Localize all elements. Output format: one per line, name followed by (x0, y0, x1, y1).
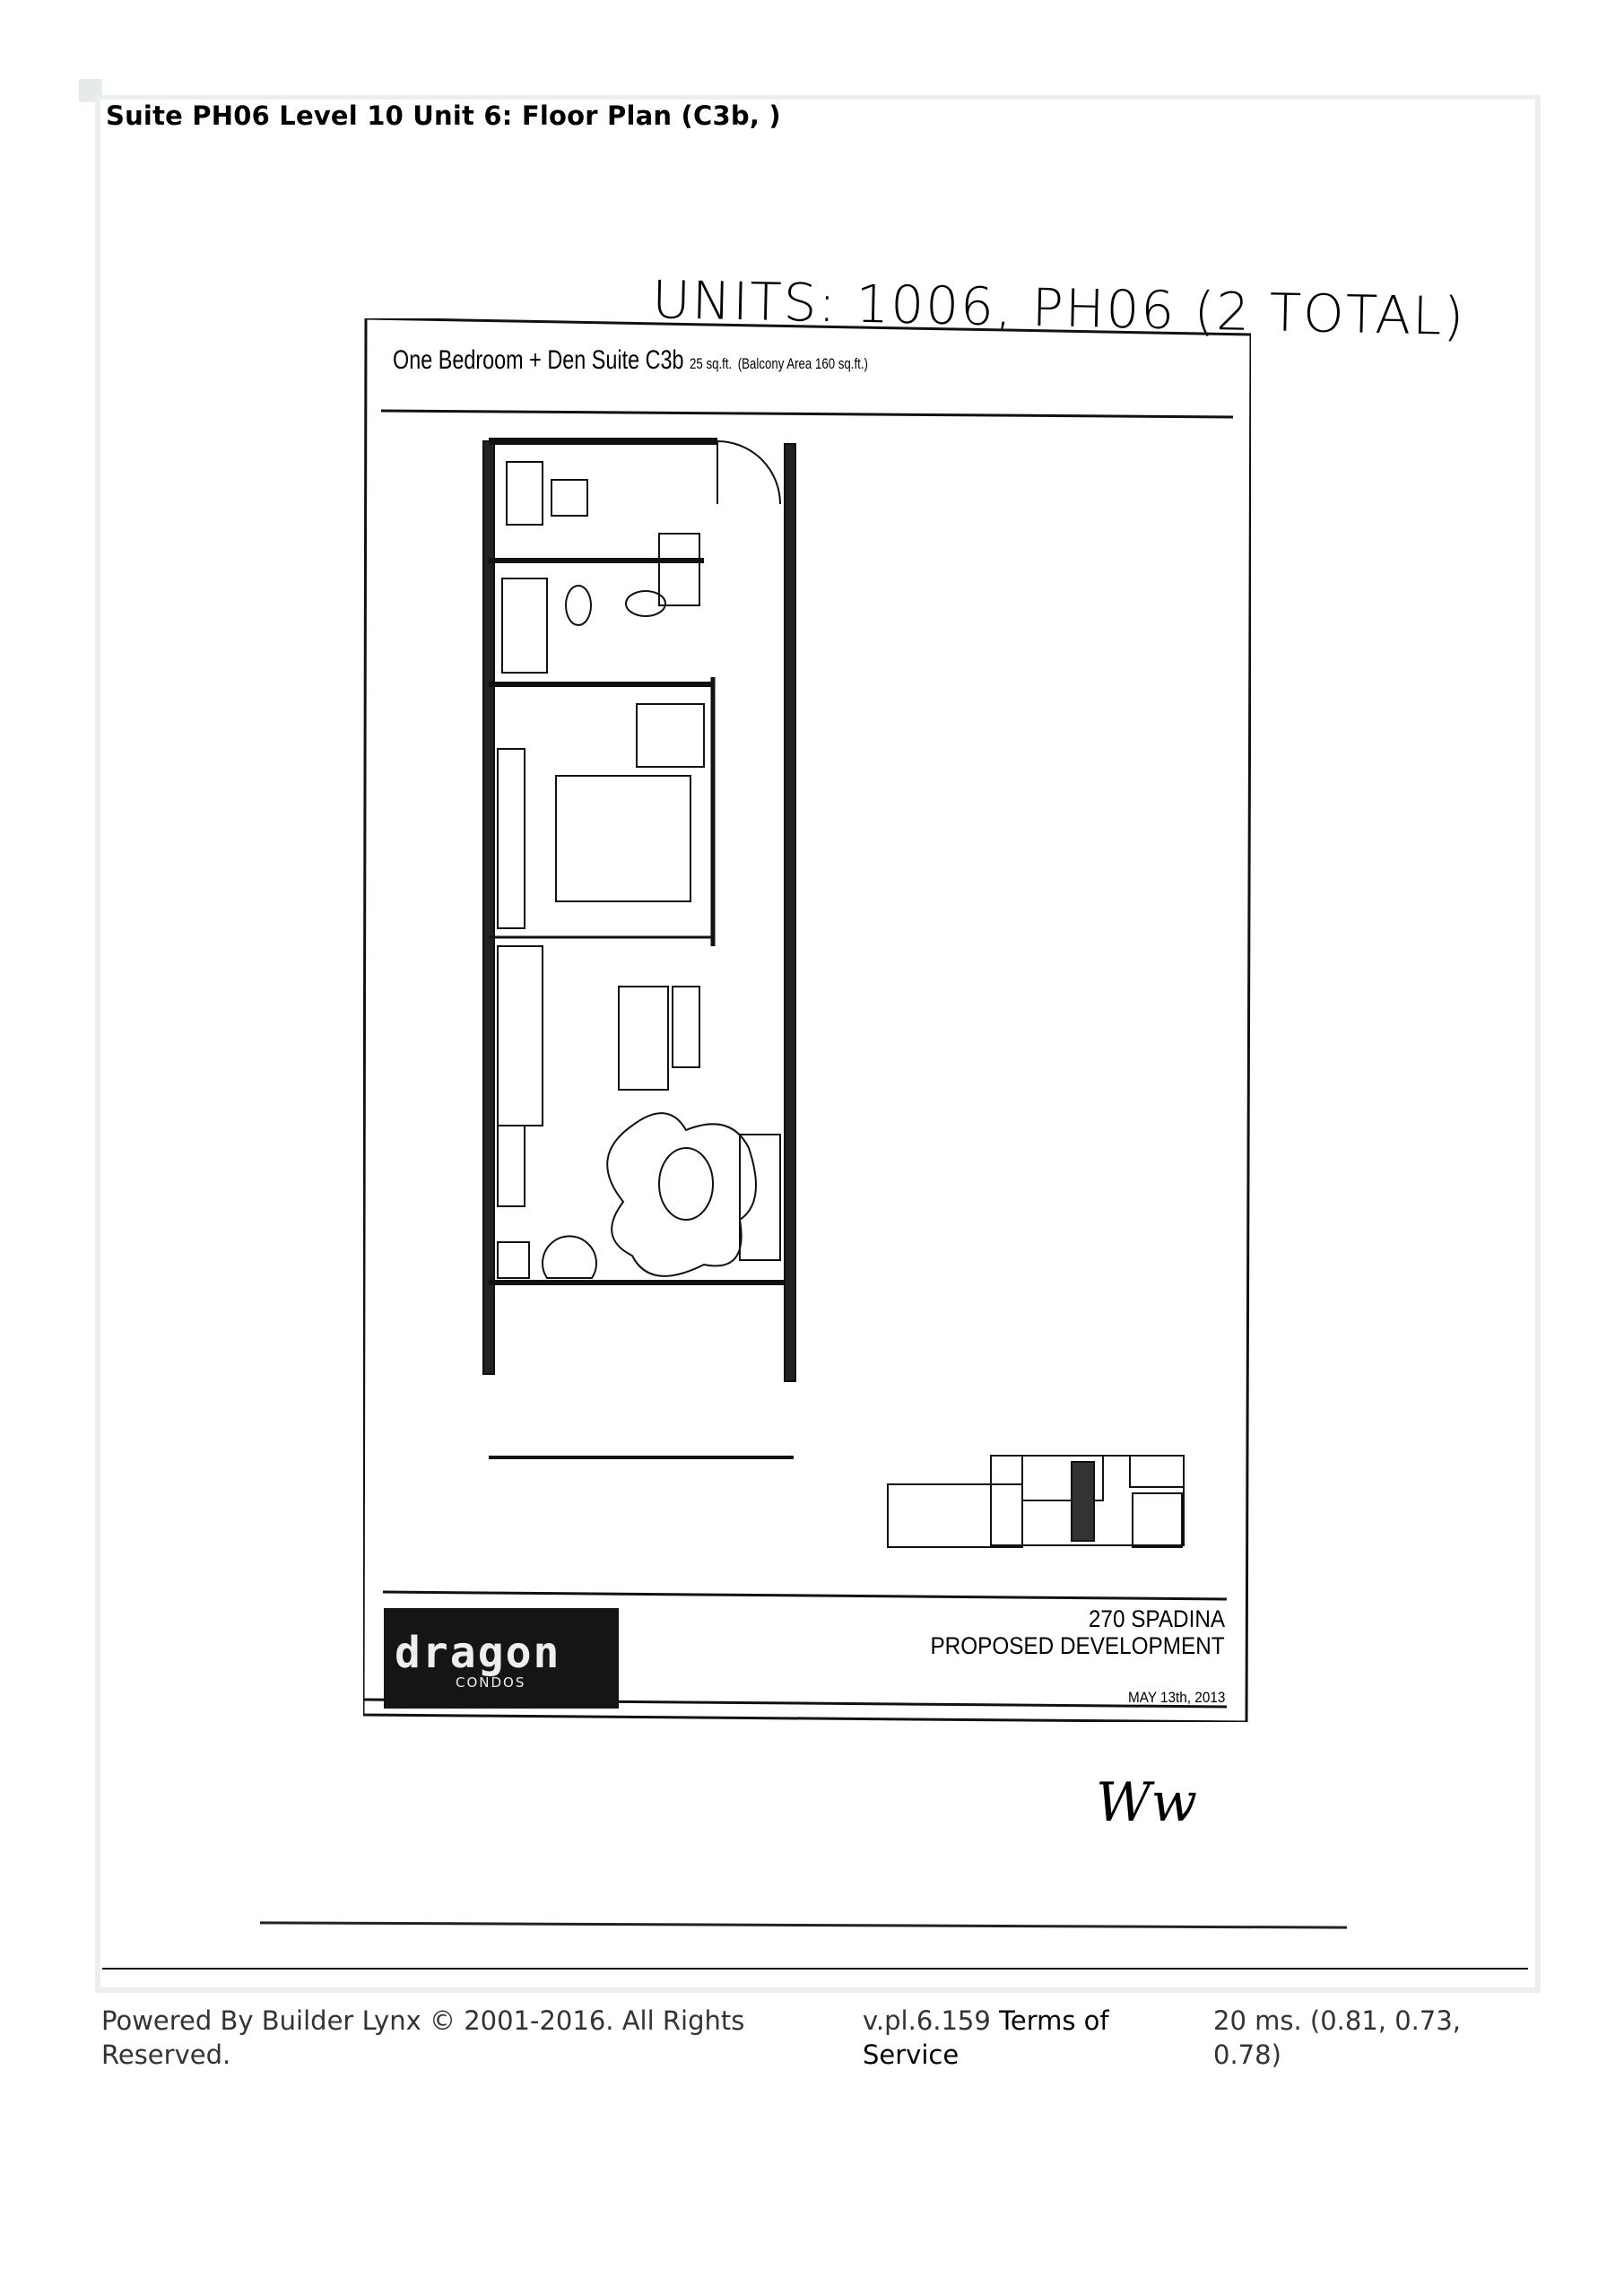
footer-copyright: Powered By Builder Lynx © 2001-2016. All… (101, 2005, 745, 2070)
plan-heading: One Bedroom + Den Suite C3b 25 sq.ft. (B… (393, 345, 868, 376)
footer-divider (102, 1968, 1528, 1970)
plan-development: PROPOSED DEVELOPMENT (930, 1632, 1225, 1659)
handwritten-initials: Ww (1096, 1771, 1198, 1834)
plan-date: MAY 13th, 2013 (1127, 1689, 1225, 1706)
dragon-condos-logo: dragon CONDOS (384, 1608, 619, 1709)
logo-subtext: CONDOS (456, 1674, 526, 1691)
plan-frame (363, 318, 1251, 1722)
footer-rule-top (382, 1590, 1228, 1601)
footer-version: v.pl.6.159 (863, 2005, 991, 2036)
header-rule (380, 409, 1234, 419)
key-plan (887, 1455, 1185, 1548)
plan-address: 270 SPADINA (1088, 1605, 1225, 1632)
page-title: Suite PH06 Level 10 Unit 6: Floor Plan (… (106, 100, 781, 131)
content-panel (95, 95, 1541, 1993)
plan-balcony-area: (Balcony Area 160 sq.ft.) (737, 355, 868, 372)
footer-version-block: v.pl.6.159 Terms of Service (863, 2004, 1159, 2072)
footer-timing: 20 ms. (0.81, 0.73, 0.78) (1213, 2005, 1462, 2070)
floor-plan-image (363, 318, 1251, 1722)
terms-of-service-link[interactable]: Terms of Service (863, 2005, 1109, 2070)
logo-wordmark: dragon (395, 1628, 561, 1678)
plan-suite-name: One Bedroom + Den Suite C3b (393, 345, 684, 375)
unit-outline (482, 438, 796, 1459)
plan-area: 25 sq.ft. (690, 355, 733, 372)
